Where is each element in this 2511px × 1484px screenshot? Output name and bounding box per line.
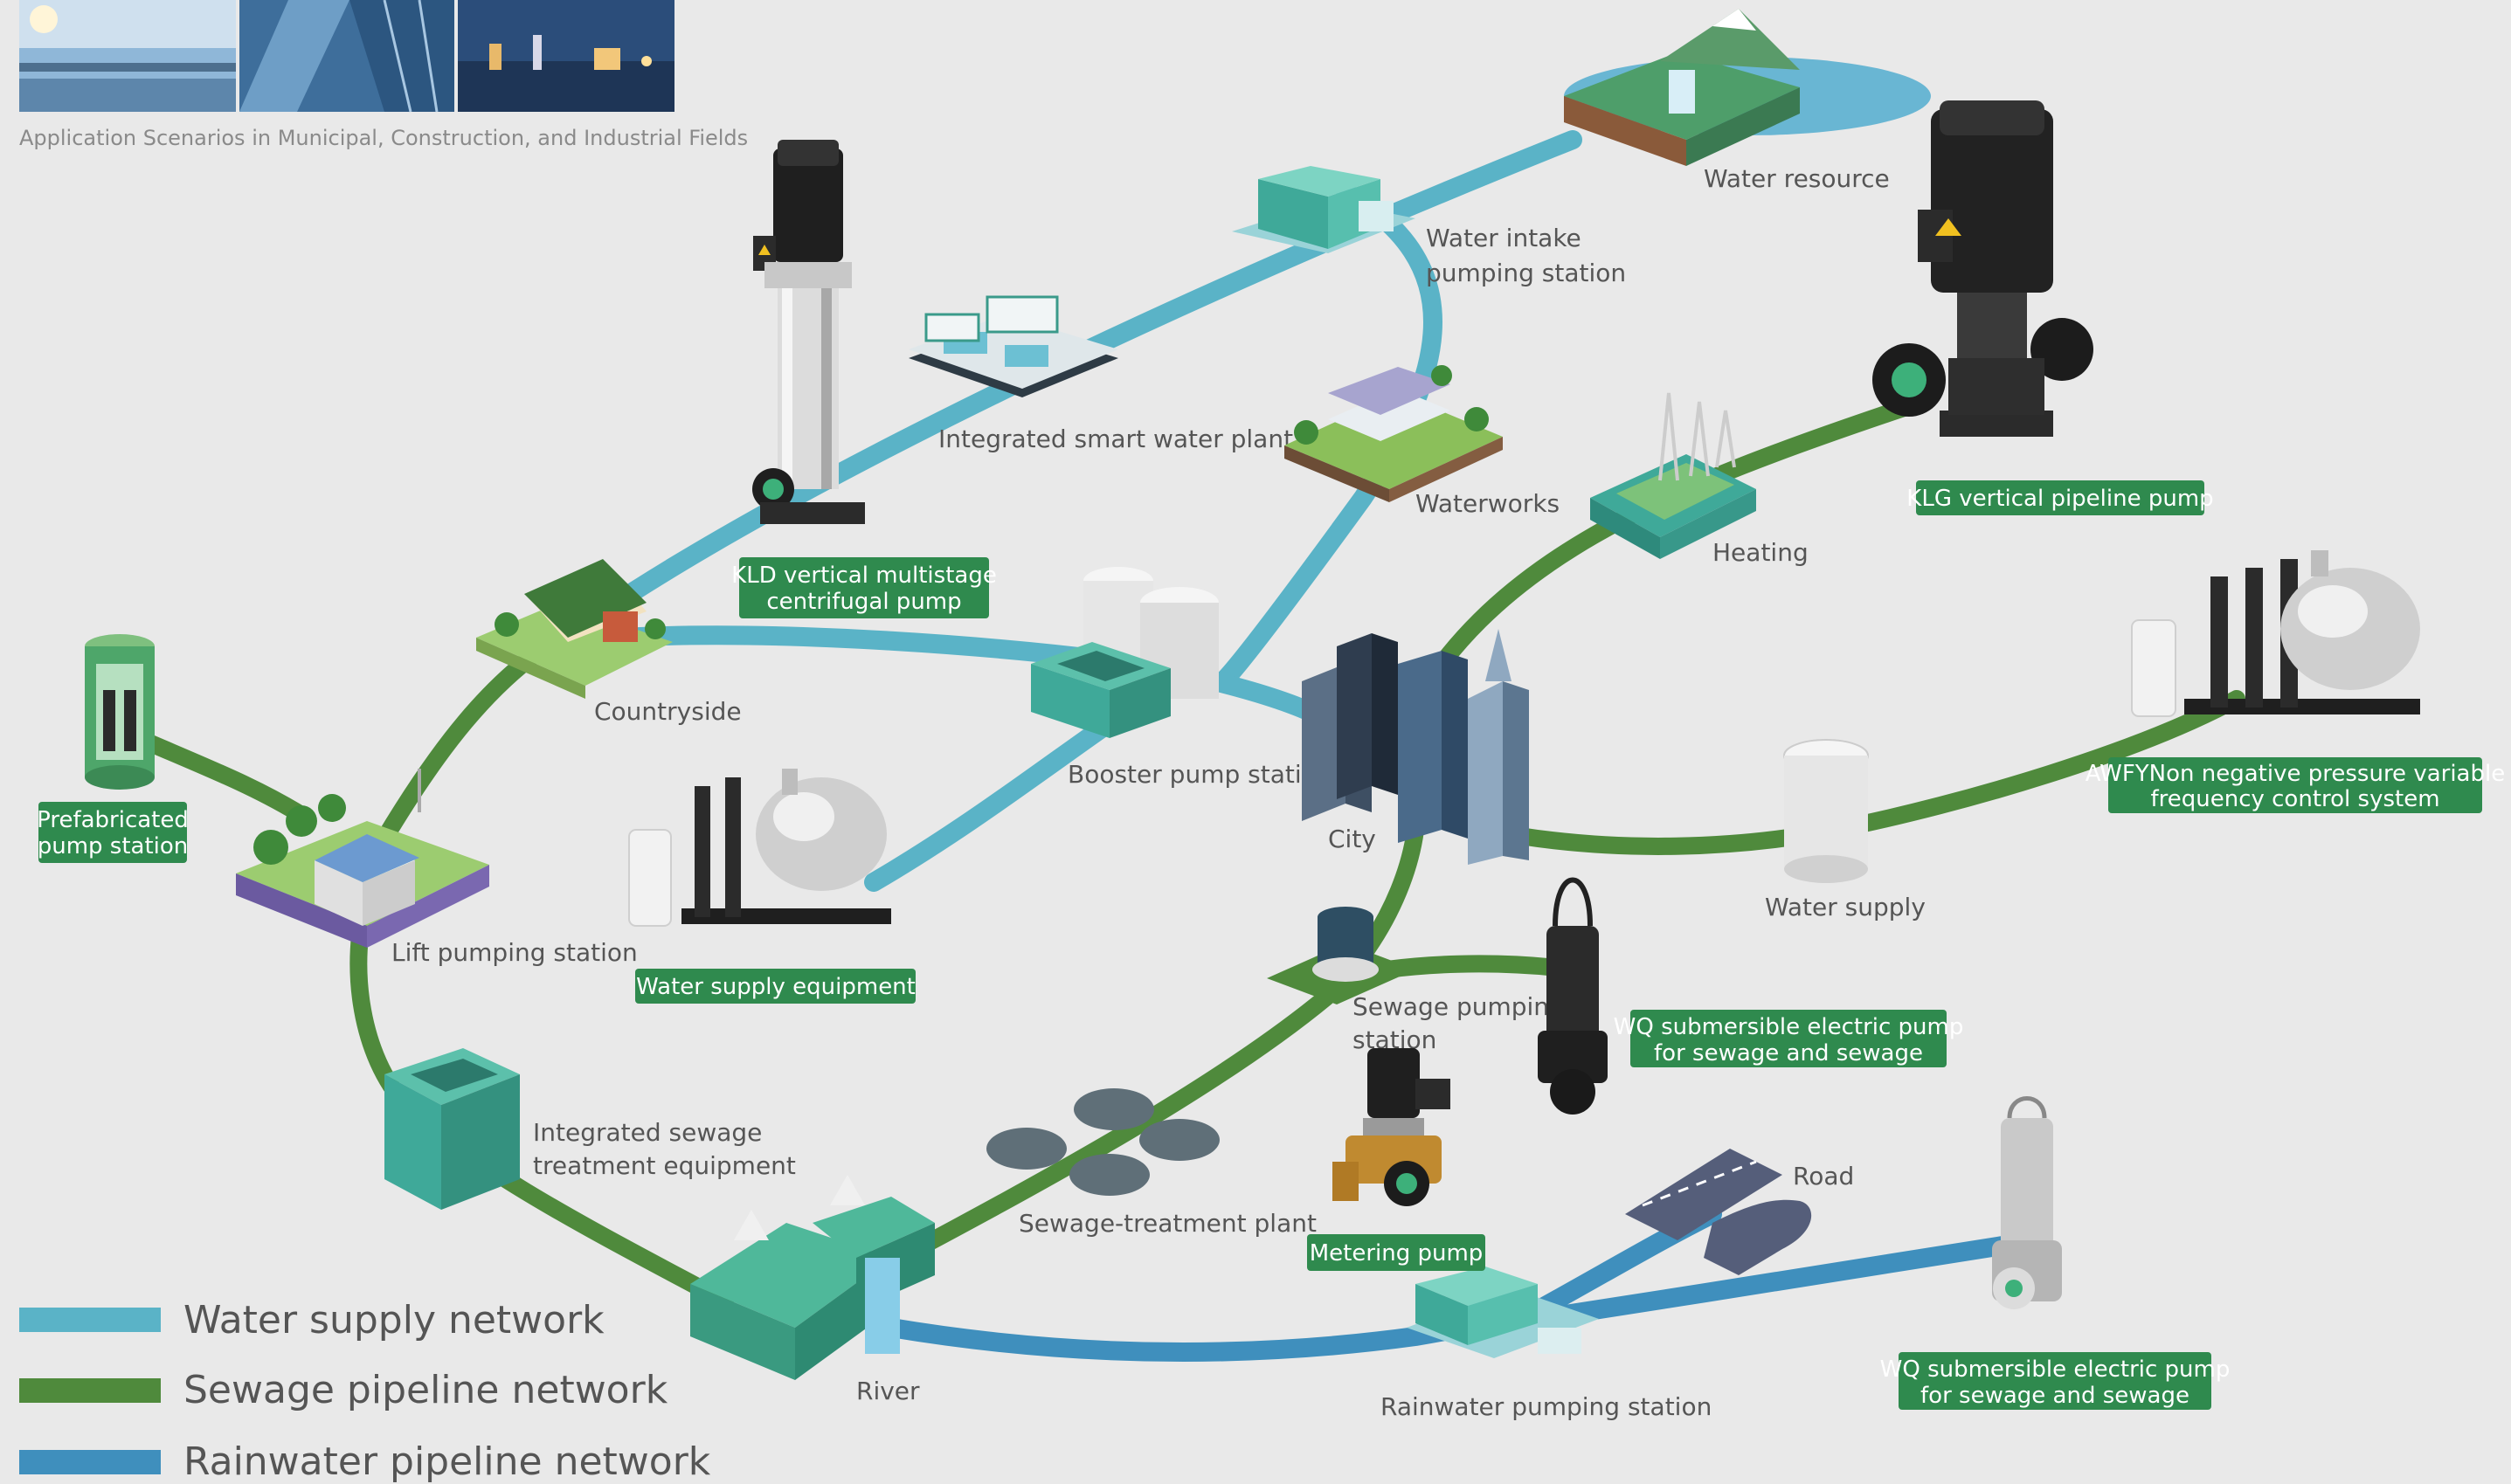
industrial-night-photo bbox=[458, 0, 674, 112]
badge-wq-sewage-pump: WQ submersible electric pump for sewage … bbox=[1614, 1010, 1964, 1067]
badge-kld-pump: KLD vertical multistage centrifugal pump bbox=[731, 557, 997, 618]
legend-item-rainwater: Rainwater pipeline network bbox=[19, 1439, 711, 1484]
water-intake-station-illustration bbox=[1232, 166, 1415, 253]
water-resource-illustration bbox=[1564, 9, 1931, 166]
svg-text:WQ submersible electric pump: WQ submersible electric pump bbox=[1880, 1356, 2231, 1383]
wq-rain-pump-illustration bbox=[1992, 1096, 2062, 1309]
svg-text:Sewage pipeline network: Sewage pipeline network bbox=[183, 1368, 668, 1412]
label-water-intake-1: Water intake bbox=[1426, 224, 1581, 252]
waterworks-illustration bbox=[1284, 365, 1503, 502]
svg-text:Water supply equipment: Water supply equipment bbox=[636, 974, 916, 1000]
water-supply-tank-illustration bbox=[1783, 739, 1869, 883]
label-sewage-station-1: Sewage pumping bbox=[1352, 992, 1565, 1021]
svg-text:pump station: pump station bbox=[38, 833, 189, 859]
label-river: River bbox=[856, 1377, 920, 1405]
svg-text:for sewage and sewage: for sewage and sewage bbox=[1920, 1383, 2189, 1409]
road-illustration bbox=[1625, 1149, 1812, 1275]
svg-text:AWFYNon negative pressure vari: AWFYNon negative pressure variable bbox=[2086, 761, 2505, 787]
badge-klg-pump: KLG vertical pipeline pump bbox=[1906, 480, 2214, 515]
legend-item-sewage: Sewage pipeline network bbox=[19, 1368, 668, 1412]
kld-pump-illustration bbox=[752, 140, 865, 524]
svg-text:Rainwater pipeline network: Rainwater pipeline network bbox=[183, 1439, 711, 1484]
svg-text:frequency control system: frequency control system bbox=[2150, 786, 2439, 812]
river-illustration bbox=[690, 1175, 935, 1380]
label-water-resource: Water resource bbox=[1704, 164, 1890, 193]
water-supply-equipment-illustration bbox=[628, 769, 891, 927]
svg-text:centrifugal pump: centrifugal pump bbox=[766, 589, 961, 615]
prefab-station-illustration bbox=[85, 634, 155, 790]
badge-prefab-station: Prefabricated pump station bbox=[37, 802, 189, 863]
legend-item-water-supply: Water supply network bbox=[19, 1298, 605, 1343]
label-countryside: Countryside bbox=[594, 697, 742, 726]
metering-pump-illustration bbox=[1332, 1048, 1450, 1206]
rainwater-station-illustration bbox=[1407, 1267, 1599, 1358]
sewage-plant-illustration bbox=[986, 1088, 1220, 1196]
svg-text:Prefabricated: Prefabricated bbox=[37, 807, 189, 833]
svg-text:KLD vertical multistage: KLD vertical multistage bbox=[731, 563, 997, 589]
sewage-station-illustration bbox=[1267, 907, 1415, 1004]
svg-text:for sewage and sewage: for sewage and sewage bbox=[1654, 1040, 1923, 1066]
bridge-photo bbox=[19, 0, 236, 112]
badge-metering-pump: Metering pump bbox=[1307, 1234, 1485, 1271]
label-integrated-sewage-2: treatment equipment bbox=[533, 1151, 796, 1180]
lift-station-illustration bbox=[236, 769, 489, 948]
awfy-system-illustration bbox=[2131, 550, 2420, 717]
label-sewage-plant: Sewage-treatment plant bbox=[1019, 1209, 1317, 1238]
legend: Water supply network Sewage pipeline net… bbox=[19, 1298, 711, 1484]
smart-water-plant-illustration bbox=[909, 295, 1118, 397]
label-road: Road bbox=[1793, 1162, 1854, 1191]
header-caption: Application Scenarios in Municipal, Cons… bbox=[19, 126, 748, 150]
svg-text:KLG vertical pipeline pump: KLG vertical pipeline pump bbox=[1906, 486, 2213, 512]
city-illustration bbox=[1302, 629, 1529, 865]
label-city: City bbox=[1328, 825, 1376, 853]
wq-sewage-pump-illustration bbox=[1538, 877, 1608, 1115]
label-water-supply: Water supply bbox=[1765, 893, 1926, 921]
label-integrated-sewage-1: Integrated sewage bbox=[533, 1118, 762, 1147]
heating-illustration bbox=[1590, 392, 1756, 559]
integrated-sewage-equipment-illustration bbox=[384, 1048, 520, 1210]
label-lift-station: Lift pumping station bbox=[391, 938, 638, 967]
badge-wq-rain-pump: WQ submersible electric pump for sewage … bbox=[1880, 1352, 2231, 1410]
label-rainwater-station: Rainwater pumping station bbox=[1380, 1392, 1712, 1421]
svg-text:Metering pump: Metering pump bbox=[1310, 1240, 1484, 1267]
countryside-illustration bbox=[476, 559, 673, 699]
svg-text:Water supply network: Water supply network bbox=[183, 1298, 605, 1343]
label-heating: Heating bbox=[1712, 538, 1809, 567]
label-smart-water-plant: Integrated smart water plant bbox=[938, 424, 1293, 453]
svg-text:WQ submersible electric pump: WQ submersible electric pump bbox=[1614, 1014, 1964, 1040]
header-photo-strip bbox=[19, 0, 674, 113]
badge-water-supply-equipment: Water supply equipment bbox=[635, 969, 916, 1004]
label-water-intake-2: pumping station bbox=[1426, 259, 1626, 287]
label-booster-station: Booster pump station bbox=[1068, 760, 1332, 789]
glass-building-photo bbox=[239, 0, 454, 113]
label-waterworks: Waterworks bbox=[1415, 489, 1560, 518]
badge-awfy-system: AWFYNon negative pressure variable frequ… bbox=[2086, 757, 2505, 813]
booster-station-illustration bbox=[1031, 567, 1219, 738]
klg-pump-illustration bbox=[1872, 100, 2093, 437]
